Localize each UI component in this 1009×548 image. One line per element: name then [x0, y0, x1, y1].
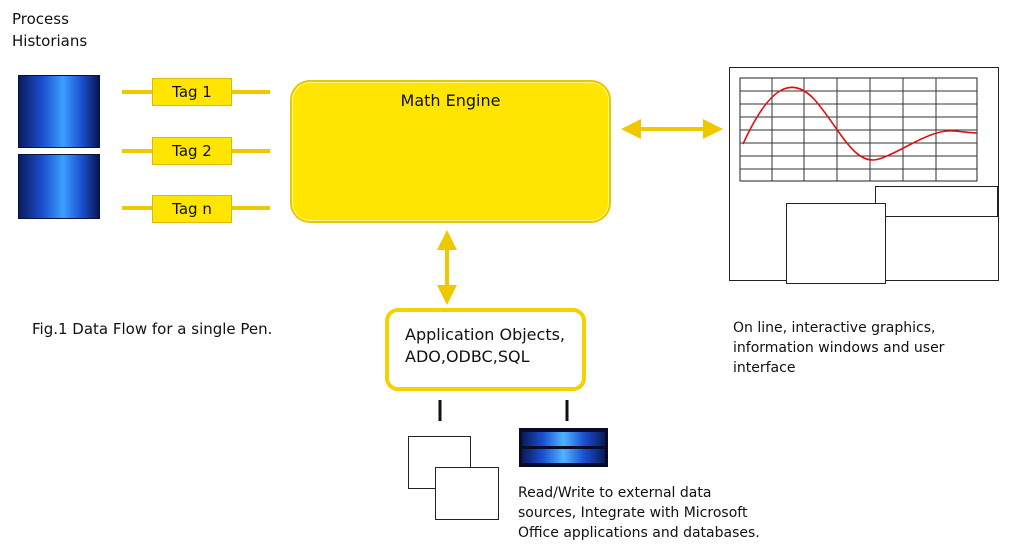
historian-device-top — [18, 75, 100, 148]
math-engine-box: Math Engine — [290, 80, 611, 223]
graphics-caption: On line, interactive graphics, informati… — [733, 320, 945, 376]
tag-2-label: Tag 2 — [172, 142, 212, 160]
trend-line — [742, 86, 978, 161]
tag-n-label: Tag n — [172, 200, 212, 218]
external-data-caption: Read/Write to external data sources, Int… — [518, 485, 760, 541]
application-objects-label: Application Objects, ADO,ODBC,SQL — [405, 325, 566, 366]
document-icon-front — [435, 467, 499, 520]
tag-2: Tag 2 — [152, 137, 232, 165]
database-disk-top — [522, 432, 605, 446]
database-icon — [519, 428, 608, 467]
application-objects-box: Application Objects, ADO,ODBC,SQL — [385, 308, 586, 391]
engine-graphics-arrow — [621, 119, 723, 139]
trend-chart — [739, 77, 978, 182]
figure-caption: Fig.1 Data Flow for a single Pen. — [32, 320, 273, 338]
database-disk-bottom — [522, 449, 605, 463]
tag-1-label: Tag 1 — [172, 83, 212, 101]
tag-n: Tag n — [152, 195, 232, 223]
historian-device-bottom — [18, 154, 100, 219]
info-window-front — [786, 203, 886, 284]
engine-app-arrow — [437, 230, 457, 305]
tag-1: Tag 1 — [152, 78, 232, 106]
info-window-back — [875, 186, 998, 217]
process-historians-label: Process Historians — [12, 10, 88, 50]
math-engine-label: Math Engine — [400, 91, 501, 110]
